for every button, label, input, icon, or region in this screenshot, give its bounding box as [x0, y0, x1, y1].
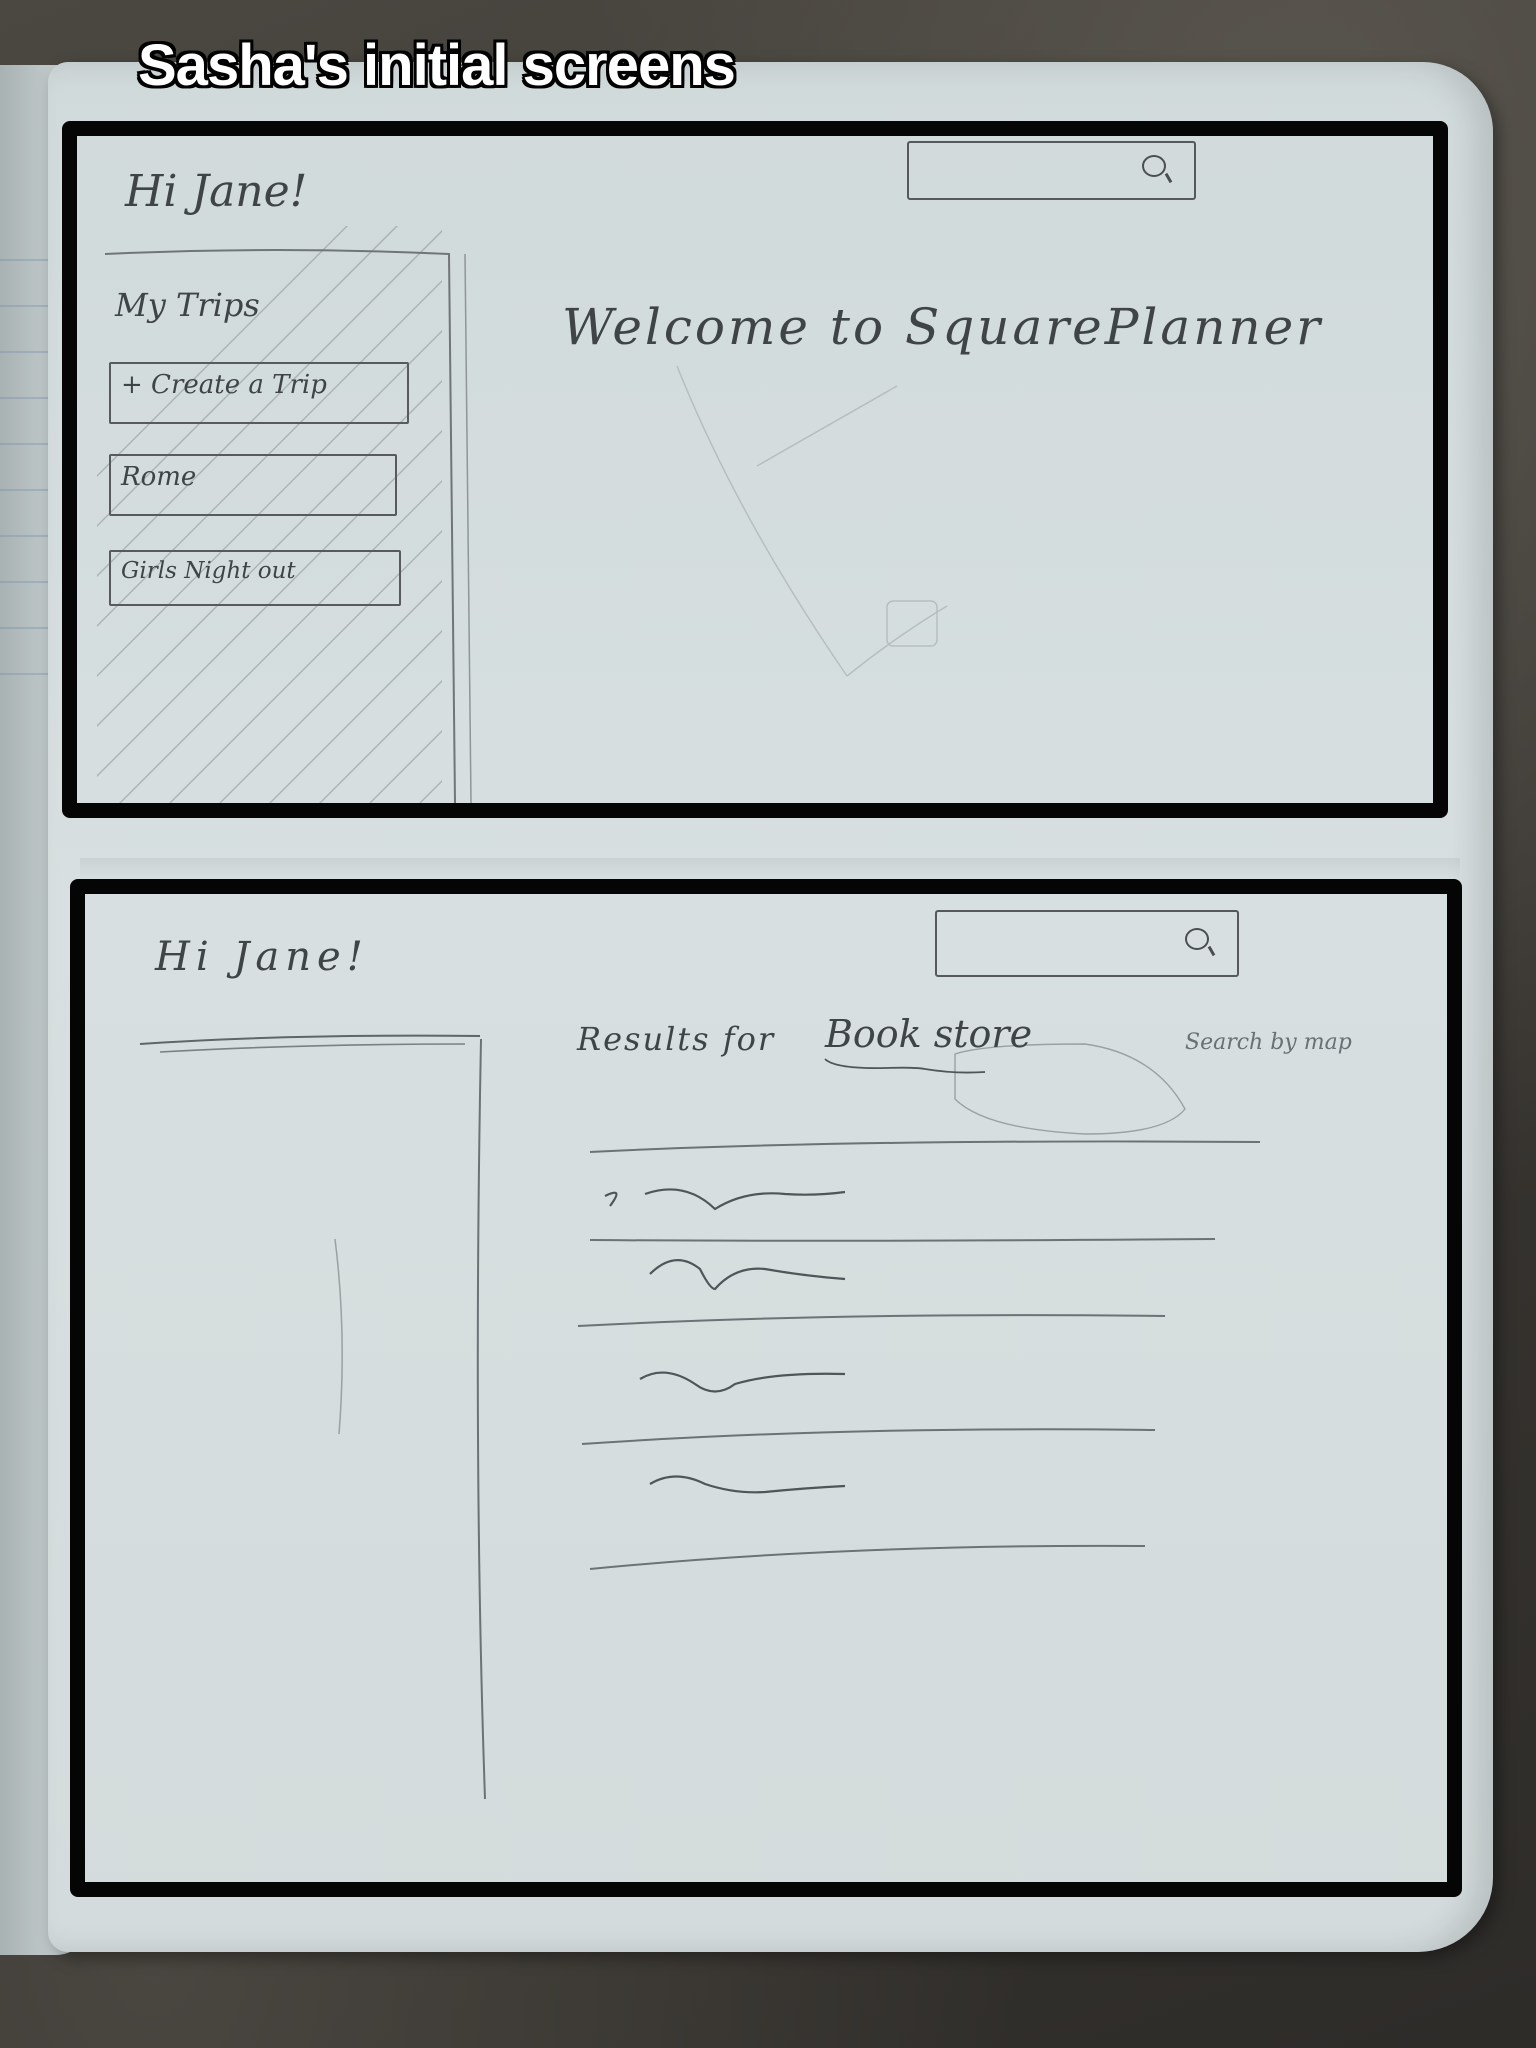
screen-1-hatching — [97, 226, 948, 803]
trip-item-girls-night[interactable]: Girls Night out — [109, 550, 401, 606]
screen-2-sketch — [139, 1034, 1261, 1800]
greeting: Hi Jane! — [155, 934, 369, 980]
sidebar-heading: My Trips — [115, 286, 260, 324]
search-input[interactable] — [935, 910, 1239, 977]
welcome-message: Welcome to SquarePlanner — [562, 298, 1324, 356]
screen-1-frame: Hi Jane! My Trips + Create a Trip Rome G… — [62, 121, 1448, 818]
caption-title: Sasha's initial screens — [138, 33, 736, 98]
create-trip-button[interactable]: + Create a Trip — [109, 362, 409, 424]
screen-2-frame: Hi Jane! Results for Book store Search b… — [70, 879, 1462, 1897]
page-fold — [80, 858, 1460, 880]
search-query: Book store — [825, 1012, 1033, 1056]
greeting: Hi Jane! — [125, 166, 308, 217]
search-icon[interactable] — [1142, 155, 1166, 177]
results-label: Results for — [577, 1020, 776, 1058]
search-by-map-link[interactable]: Search by map — [1185, 1030, 1352, 1055]
trip-item-rome[interactable]: Rome — [109, 454, 397, 516]
search-input[interactable] — [907, 141, 1196, 200]
search-icon[interactable] — [1185, 928, 1209, 950]
notebook-page — [48, 62, 1493, 1952]
